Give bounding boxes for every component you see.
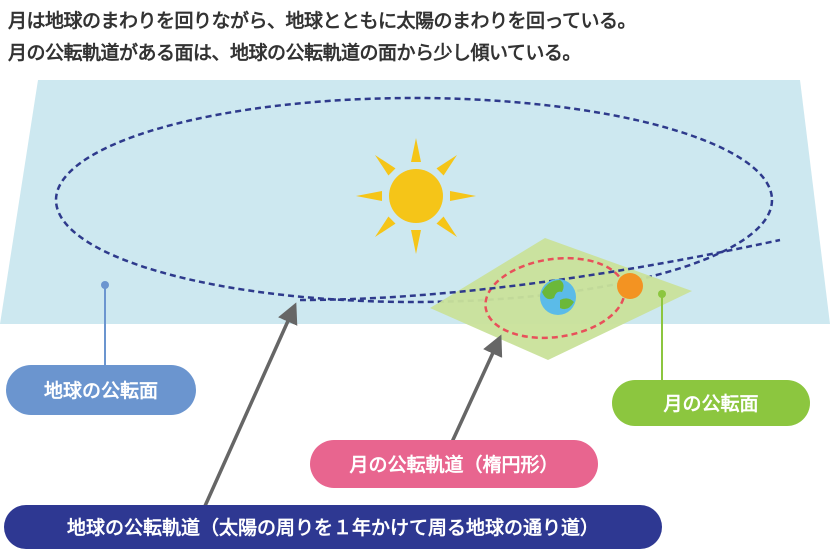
earth-orbit-arrow (203, 302, 298, 507)
moon-orbit-arrow (450, 334, 503, 443)
svg-text:地球の公転軌道（太陽の周りを１年かけて周る地球の通り道）: 地球の公転軌道（太陽の周りを１年かけて周る地球の通り道） (67, 516, 599, 539)
earth-plane-pointer-dot (101, 281, 109, 289)
earth-plane-label: 地球の公転面 (6, 365, 196, 415)
sun-icon (356, 138, 476, 254)
moon-plane-pointer-dot (658, 290, 666, 298)
svg-text:地球の公転面: 地球の公転面 (44, 379, 158, 402)
earth-orbit-front (299, 238, 781, 302)
earth-icon (540, 279, 576, 315)
moon-orbit-label: 月の公転軌道（楕円形） (310, 440, 598, 488)
moon-icon (617, 273, 643, 299)
moon-plane-label: 月の公転面 (612, 380, 810, 426)
caption-line-2: 月の公転軌道がある面は、地球の公転軌道の面から少し傾いている。 (8, 42, 581, 64)
caption-line-1: 月は地球のまわりを回りながら、地球とともに太陽のまわりを回っている。 (8, 10, 637, 32)
earth-orbit-path (54, 96, 774, 304)
svg-text:月の公転軌道（楕円形）: 月の公転軌道（楕円形） (348, 453, 558, 476)
svg-text:月の公転面: 月の公転面 (662, 393, 758, 415)
earth-orbit-label: 地球の公転軌道（太陽の周りを１年かけて周る地球の通り道） (4, 505, 662, 549)
